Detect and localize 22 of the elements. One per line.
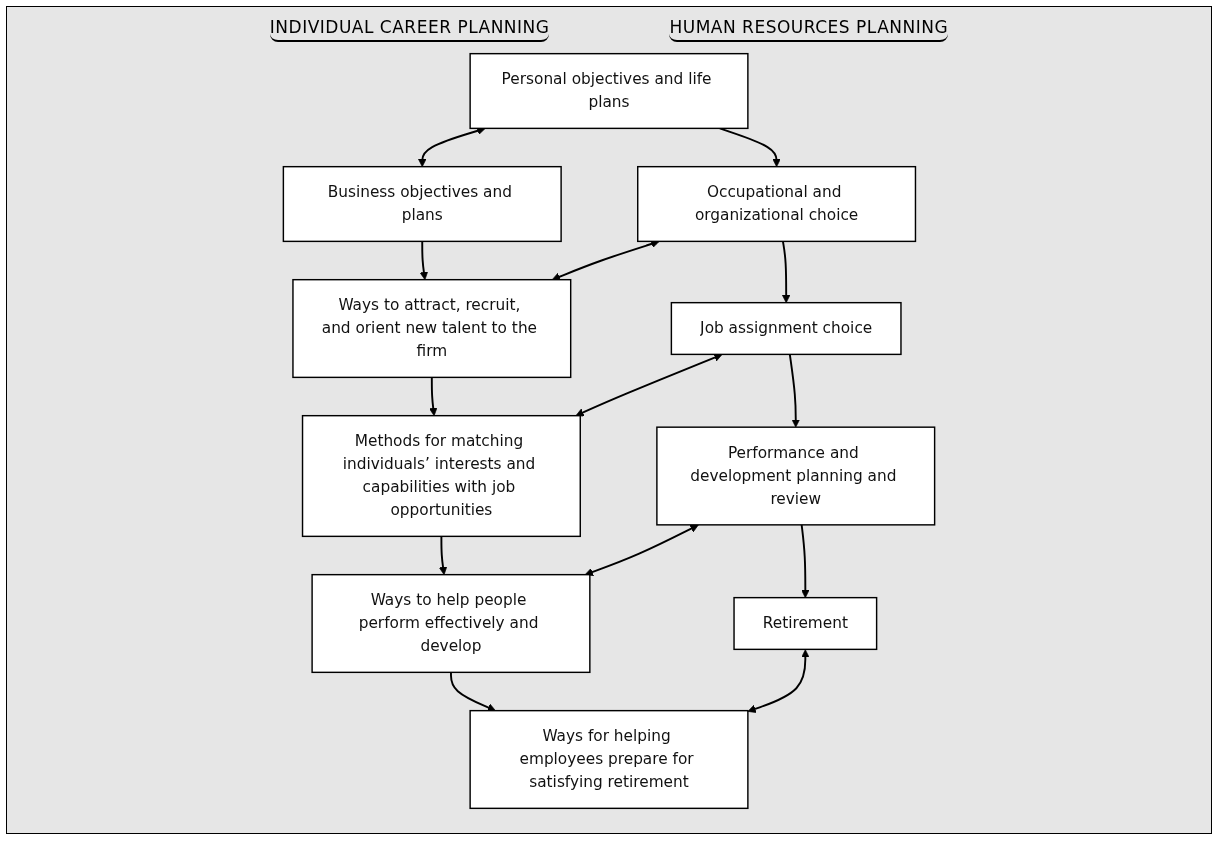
arrow [747, 649, 810, 713]
node-box: Ways for helping employees prepare for satisfying retirement [469, 709, 749, 810]
arrow [800, 523, 810, 598]
column-heading: INDIVIDUAL CAREER PLANNING [269, 17, 550, 42]
arrow [450, 671, 496, 712]
arrow [584, 524, 699, 576]
arrow [781, 240, 791, 304]
arrow [438, 535, 448, 576]
node-box: Occupational and organizational choice [637, 165, 917, 243]
column-heading: HUMAN RESOURCES PLANNING [669, 17, 949, 42]
arrow [429, 376, 438, 417]
node-box: Business objectives and plans [282, 165, 562, 243]
node-box: Performance and development planning and review [656, 426, 936, 526]
node-box: Methods for matching individuals’ interests and capabilities with job opportunities [301, 414, 581, 538]
node-box: Job assignment choice [670, 301, 902, 356]
node-box: Ways to help people perform effectively and develop [311, 573, 591, 674]
arrow [575, 353, 723, 417]
node-box: Personal objectives and life plans [469, 52, 749, 130]
arrow [419, 240, 429, 281]
arrow [788, 353, 800, 428]
node-box: Retirement [733, 596, 878, 651]
node-box: Ways to attract, recruit, and orient new talent to the firm [292, 278, 572, 379]
